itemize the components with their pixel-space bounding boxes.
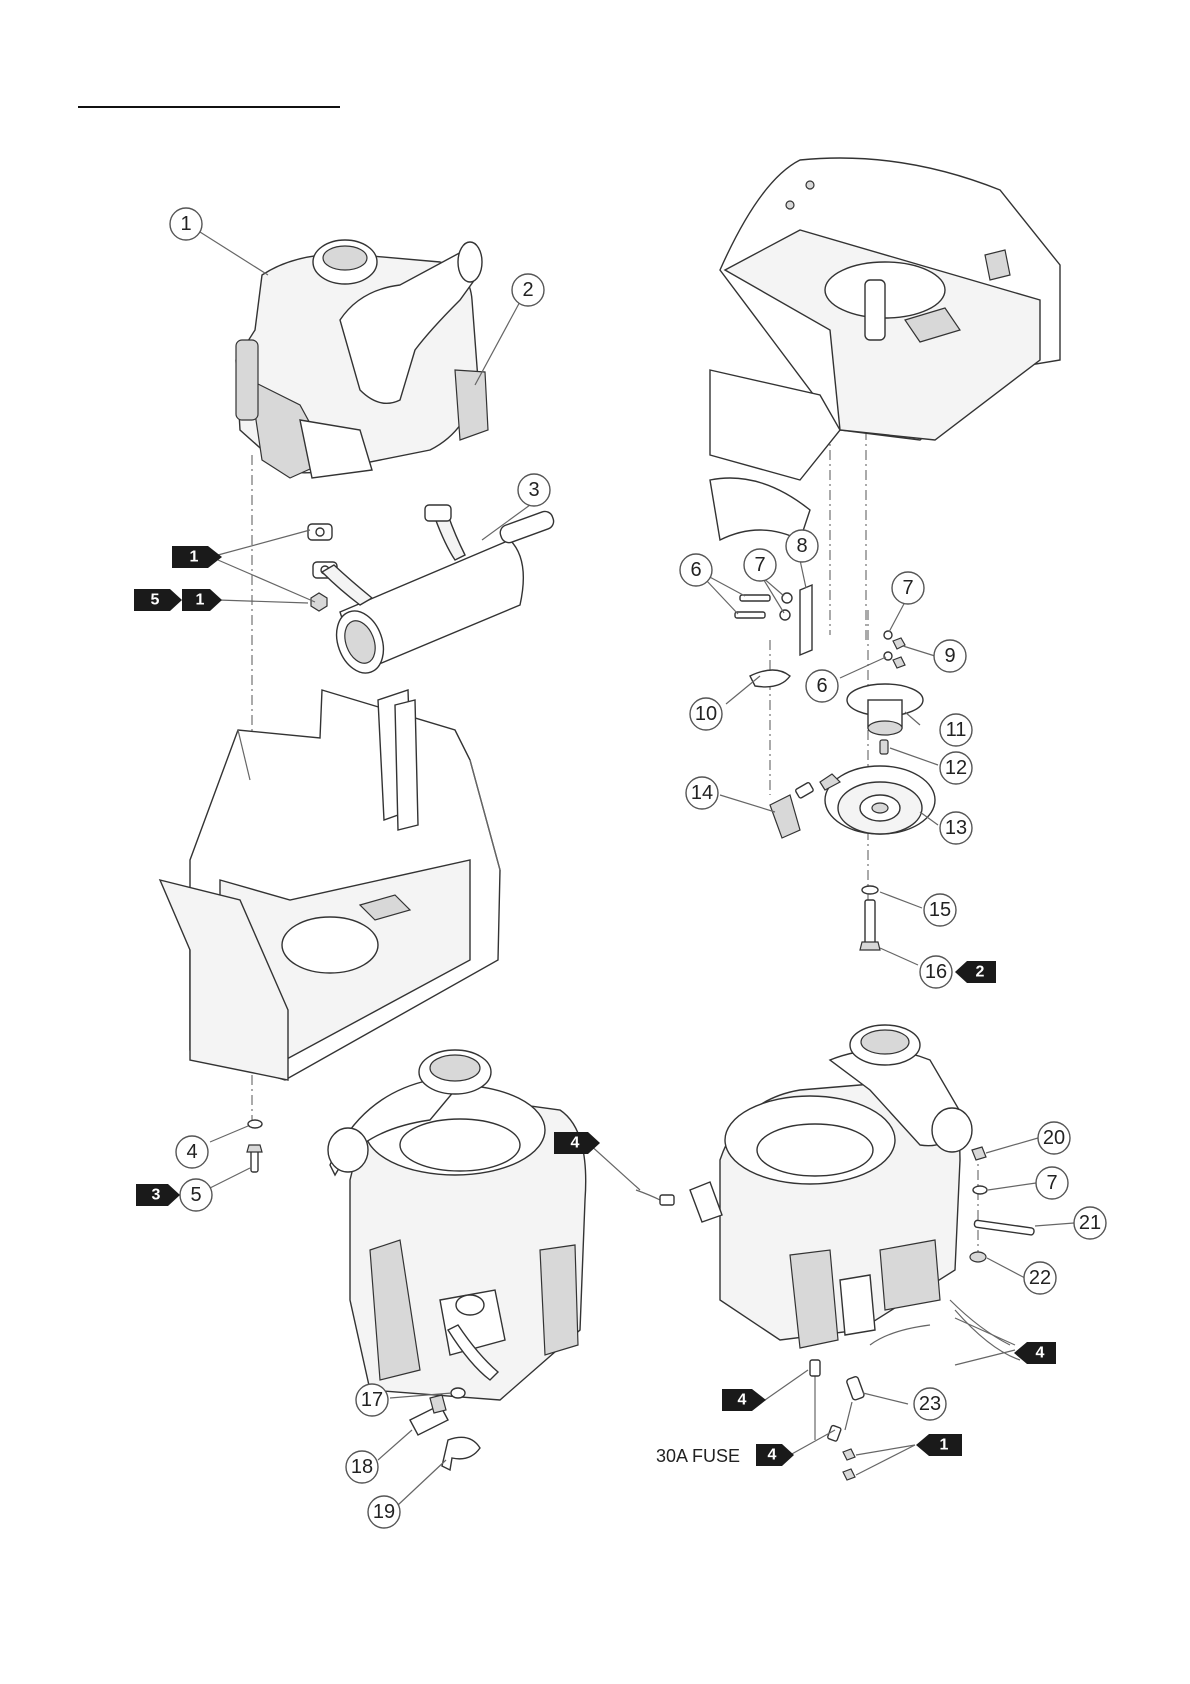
note-tag-1-upper-label: 1 — [190, 549, 199, 566]
note-tag-1-engine-label: 1 — [940, 1437, 949, 1454]
callout-11-label: 11 — [946, 719, 967, 741]
note-tag-4-left-label: 4 — [738, 1392, 747, 1409]
callout-14: 14 — [686, 777, 718, 809]
engine-bottom-right — [690, 1025, 972, 1348]
note-tag-4-fuse-label: 4 — [768, 1447, 777, 1464]
electric-clutch-13 — [820, 766, 935, 834]
note-tag-5: 5 — [134, 589, 182, 611]
callout-13-label: 13 — [945, 817, 967, 839]
callout-3-label: 3 — [528, 479, 539, 501]
note-tag-5-label: 5 — [151, 592, 160, 609]
note-tag-2-label: 2 — [976, 964, 985, 981]
callout-7-left-label: 7 — [754, 554, 765, 576]
fuse-label: 30A FUSE — [656, 1446, 740, 1466]
callout-7-right-label: 7 — [902, 577, 913, 599]
note-tag-1-upper: 1 — [172, 546, 222, 568]
callout-5: 5 — [180, 1179, 212, 1211]
callout-20: 20 — [1038, 1122, 1070, 1154]
note-tag-4-wire-label: 4 — [571, 1135, 580, 1152]
callout-9-label: 9 — [944, 645, 955, 667]
clip-10 — [750, 670, 790, 687]
callout-12-label: 12 — [945, 757, 967, 779]
engine-top-left — [236, 240, 488, 478]
callout-2-label: 2 — [522, 279, 533, 301]
callout-20-label: 20 — [1043, 1127, 1065, 1149]
callout-17: 17 — [356, 1384, 388, 1416]
callout-7-engine-label: 7 — [1046, 1172, 1057, 1194]
callout-15-label: 15 — [929, 899, 951, 921]
callout-21-label: 21 — [1079, 1212, 1101, 1234]
callout-6-mid-label: 6 — [816, 675, 827, 697]
clutch-mount-hardware — [735, 585, 905, 668]
callout-12: 12 — [940, 752, 972, 784]
note-tag-4-right-label: 4 — [1036, 1345, 1045, 1362]
callout-8: 8 — [786, 530, 818, 562]
callout-3: 3 — [518, 474, 550, 506]
callout-6-left: 6 — [680, 554, 712, 586]
note-tag-1-lower-label: 1 — [196, 592, 205, 609]
callout-1: 1 — [170, 208, 202, 240]
engine-bottom-middle — [328, 1050, 586, 1400]
note-tag-2: 2 — [955, 961, 996, 983]
callout-16-label: 16 — [925, 961, 947, 983]
washer-15 — [862, 886, 878, 894]
key-12 — [880, 740, 888, 754]
chassis-top-right — [710, 158, 1060, 540]
note-tag-1-engine: 1 — [916, 1434, 962, 1456]
washer-and-bolt-4-5 — [247, 1120, 262, 1172]
mower-frame — [160, 690, 500, 1080]
callout-5-label: 5 — [190, 1184, 201, 1206]
callout-7-right: 7 — [892, 572, 924, 604]
drain-fittings — [410, 1388, 480, 1470]
note-tag-4-right: 4 — [1014, 1342, 1056, 1364]
note-tag-4-left: 4 — [722, 1389, 766, 1411]
callout-23: 23 — [914, 1388, 946, 1420]
callout-16: 16 — [920, 956, 952, 988]
callout-22: 22 — [1024, 1262, 1056, 1294]
note-tag-3-label: 3 — [152, 1187, 161, 1204]
callout-6-left-label: 6 — [690, 559, 701, 581]
callout-4: 4 — [176, 1136, 208, 1168]
callout-18: 18 — [346, 1451, 378, 1483]
callout-18-label: 18 — [351, 1456, 373, 1478]
callout-13: 13 — [940, 812, 972, 844]
callout-21: 21 — [1074, 1207, 1106, 1239]
callout-4-label: 4 — [186, 1141, 197, 1163]
callout-10: 10 — [690, 698, 722, 730]
callout-15: 15 — [924, 894, 956, 926]
note-tag-3: 3 — [136, 1184, 180, 1206]
note-tag-4-fuse: 4 — [756, 1444, 794, 1466]
callout-6-mid: 6 — [806, 670, 838, 702]
callout-17-label: 17 — [361, 1389, 383, 1411]
callout-9: 9 — [934, 640, 966, 672]
pulley-11 — [847, 684, 923, 735]
connector-14 — [770, 782, 814, 838]
callout-7-left: 7 — [744, 549, 776, 581]
callout-1-label: 1 — [180, 213, 191, 235]
callout-19: 19 — [368, 1496, 400, 1528]
muffler — [322, 505, 556, 680]
bolt-16 — [860, 900, 880, 950]
callout-8-label: 8 — [796, 535, 807, 557]
callout-2: 2 — [512, 274, 544, 306]
note-tag-1-lower: 1 — [182, 589, 222, 611]
callout-23-label: 23 — [919, 1393, 941, 1415]
callout-11: 11 — [940, 714, 972, 746]
callout-14-label: 14 — [691, 782, 713, 804]
callout-19-label: 19 — [373, 1501, 395, 1523]
engine-mount-hardware — [970, 1147, 1034, 1262]
callout-7-engine: 7 — [1036, 1167, 1068, 1199]
note-tag-4-wire: 4 — [554, 1132, 600, 1154]
callout-22-label: 22 — [1029, 1267, 1051, 1289]
callout-10-label: 10 — [695, 703, 717, 725]
